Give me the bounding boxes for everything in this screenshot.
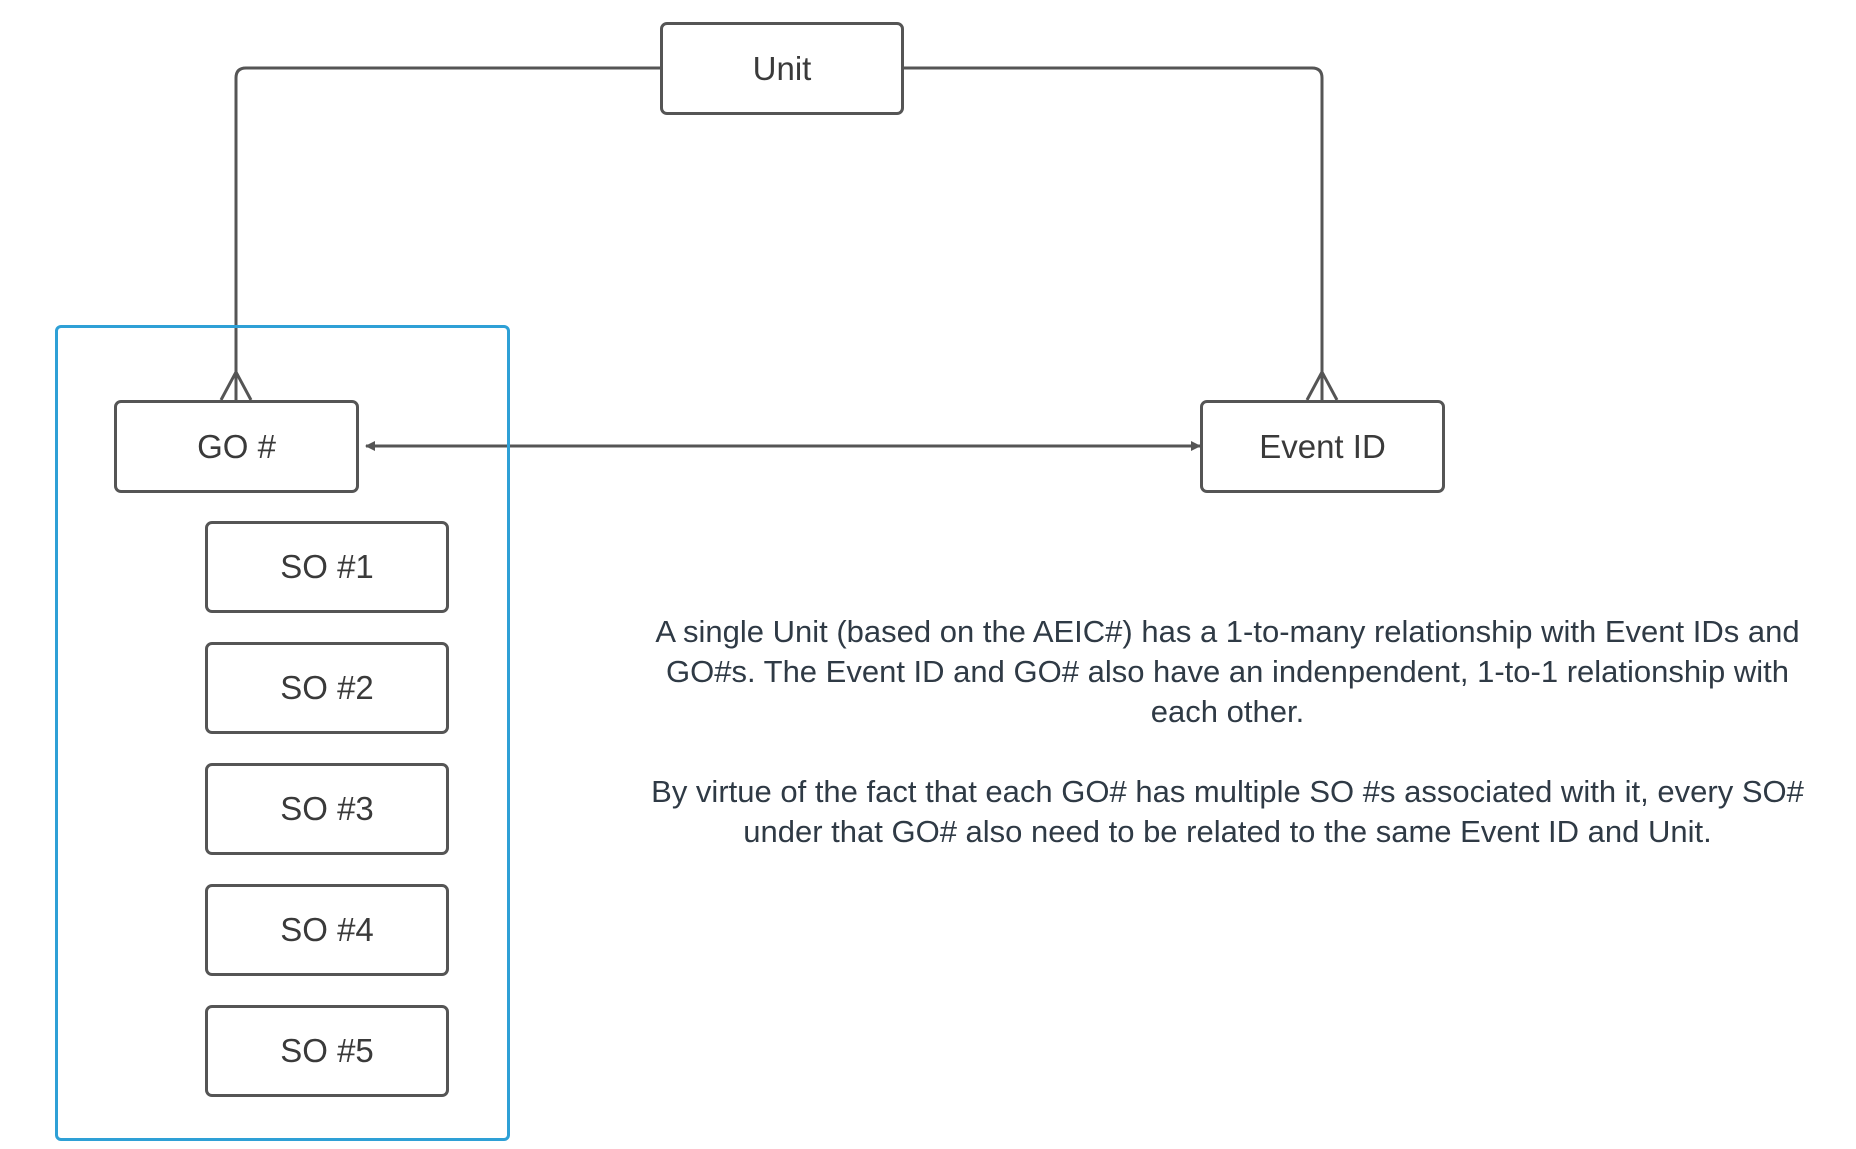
description-paragraph-1: A single Unit (based on the AEIC#) has a…: [655, 614, 1800, 729]
so-label-1: SO #1: [280, 548, 374, 585]
event-id-node[interactable]: Event ID: [1200, 400, 1445, 493]
so-label-2: SO #2: [280, 669, 374, 706]
go-crow-foot: [219, 368, 253, 401]
so-node-5[interactable]: SO #5: [205, 1005, 449, 1097]
event-crow-foot: [1305, 368, 1339, 401]
go-label: GO #: [197, 427, 276, 465]
so-node-1[interactable]: SO #1: [205, 521, 449, 613]
so-node-2[interactable]: SO #2: [205, 642, 449, 734]
go-so-group: [55, 325, 510, 1141]
so-label-4: SO #4: [280, 911, 374, 948]
unit-to-go-connector: [234, 66, 663, 400]
unit-to-event-connector: [901, 66, 1324, 400]
so-node-4[interactable]: SO #4: [205, 884, 449, 976]
unit-node[interactable]: Unit: [660, 22, 904, 115]
go-node[interactable]: GO #: [114, 400, 359, 493]
so-label-3: SO #3: [280, 790, 374, 827]
so-node-3[interactable]: SO #3: [205, 763, 449, 855]
description-paragraph-2: By virtue of the fact that each GO# has …: [651, 774, 1804, 849]
event-id-label: Event ID: [1259, 427, 1386, 465]
so-label-5: SO #5: [280, 1032, 374, 1069]
unit-label: Unit: [752, 49, 812, 87]
relationship-description: A single Unit (based on the AEIC#) has a…: [630, 612, 1825, 852]
